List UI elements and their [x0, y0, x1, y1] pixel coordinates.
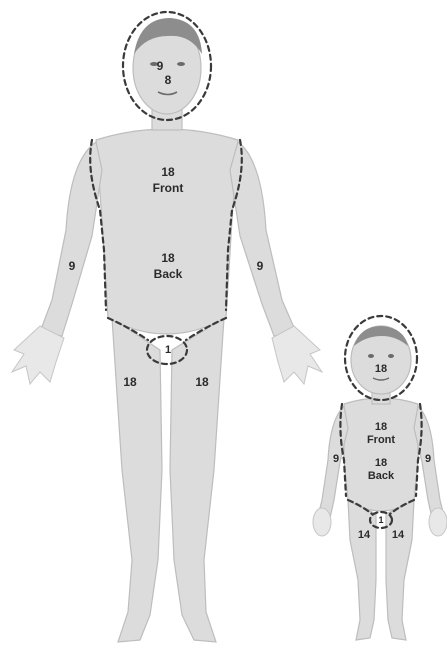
adult-right-leg	[170, 318, 224, 642]
child-left-arm-label: 9	[333, 453, 339, 465]
child-right-arm-label: 9	[425, 453, 431, 465]
adult-right-arm	[230, 142, 296, 336]
adult-left-leg-label: 18	[123, 375, 137, 389]
child-left-leg-label: 14	[358, 529, 371, 541]
child-left-leg	[348, 500, 376, 640]
adult-trunk-front-value: 18	[161, 165, 175, 179]
child-left-eye	[368, 354, 374, 358]
adult-left-leg	[112, 318, 162, 642]
child-right-hand	[429, 508, 447, 536]
adult-right-leg-label: 18	[195, 375, 209, 389]
child-trunk-front-value: 18	[375, 421, 387, 433]
child-trunk-back-value: 18	[375, 457, 387, 469]
child-torso	[344, 398, 418, 511]
adult-figure: 9 8 18 Front 18 Back 9 9 1 18 18	[12, 12, 322, 642]
adult-left-hand	[12, 326, 64, 384]
adult-right-arm-label: 9	[257, 259, 264, 273]
adult-left-arm	[40, 142, 102, 336]
adult-head-bottom-label: 8	[165, 73, 172, 87]
child-trunk-front-word: Front	[367, 434, 395, 446]
child-left-hand	[313, 508, 331, 536]
child-trunk-back-word: Back	[368, 470, 395, 482]
child-perineum-label: 1	[378, 515, 383, 525]
adult-trunk-back-value: 18	[161, 251, 175, 265]
child-right-eye	[388, 354, 394, 358]
adult-right-hand	[272, 326, 322, 384]
adult-perineum-label: 1	[165, 344, 171, 356]
adult-torso	[96, 129, 238, 334]
adult-right-eye	[177, 62, 185, 66]
child-figure: 18 18 Front 18 Back 9 9 1 14 14	[313, 316, 447, 640]
child-head-label: 18	[375, 363, 387, 375]
adult-left-arm-label: 9	[69, 259, 76, 273]
adult-trunk-front-word: Front	[153, 181, 184, 195]
child-right-leg-label: 14	[392, 529, 405, 541]
adult-head-top-label: 9	[157, 59, 164, 73]
adult-trunk-back-word: Back	[154, 267, 183, 281]
child-right-leg	[386, 500, 414, 640]
